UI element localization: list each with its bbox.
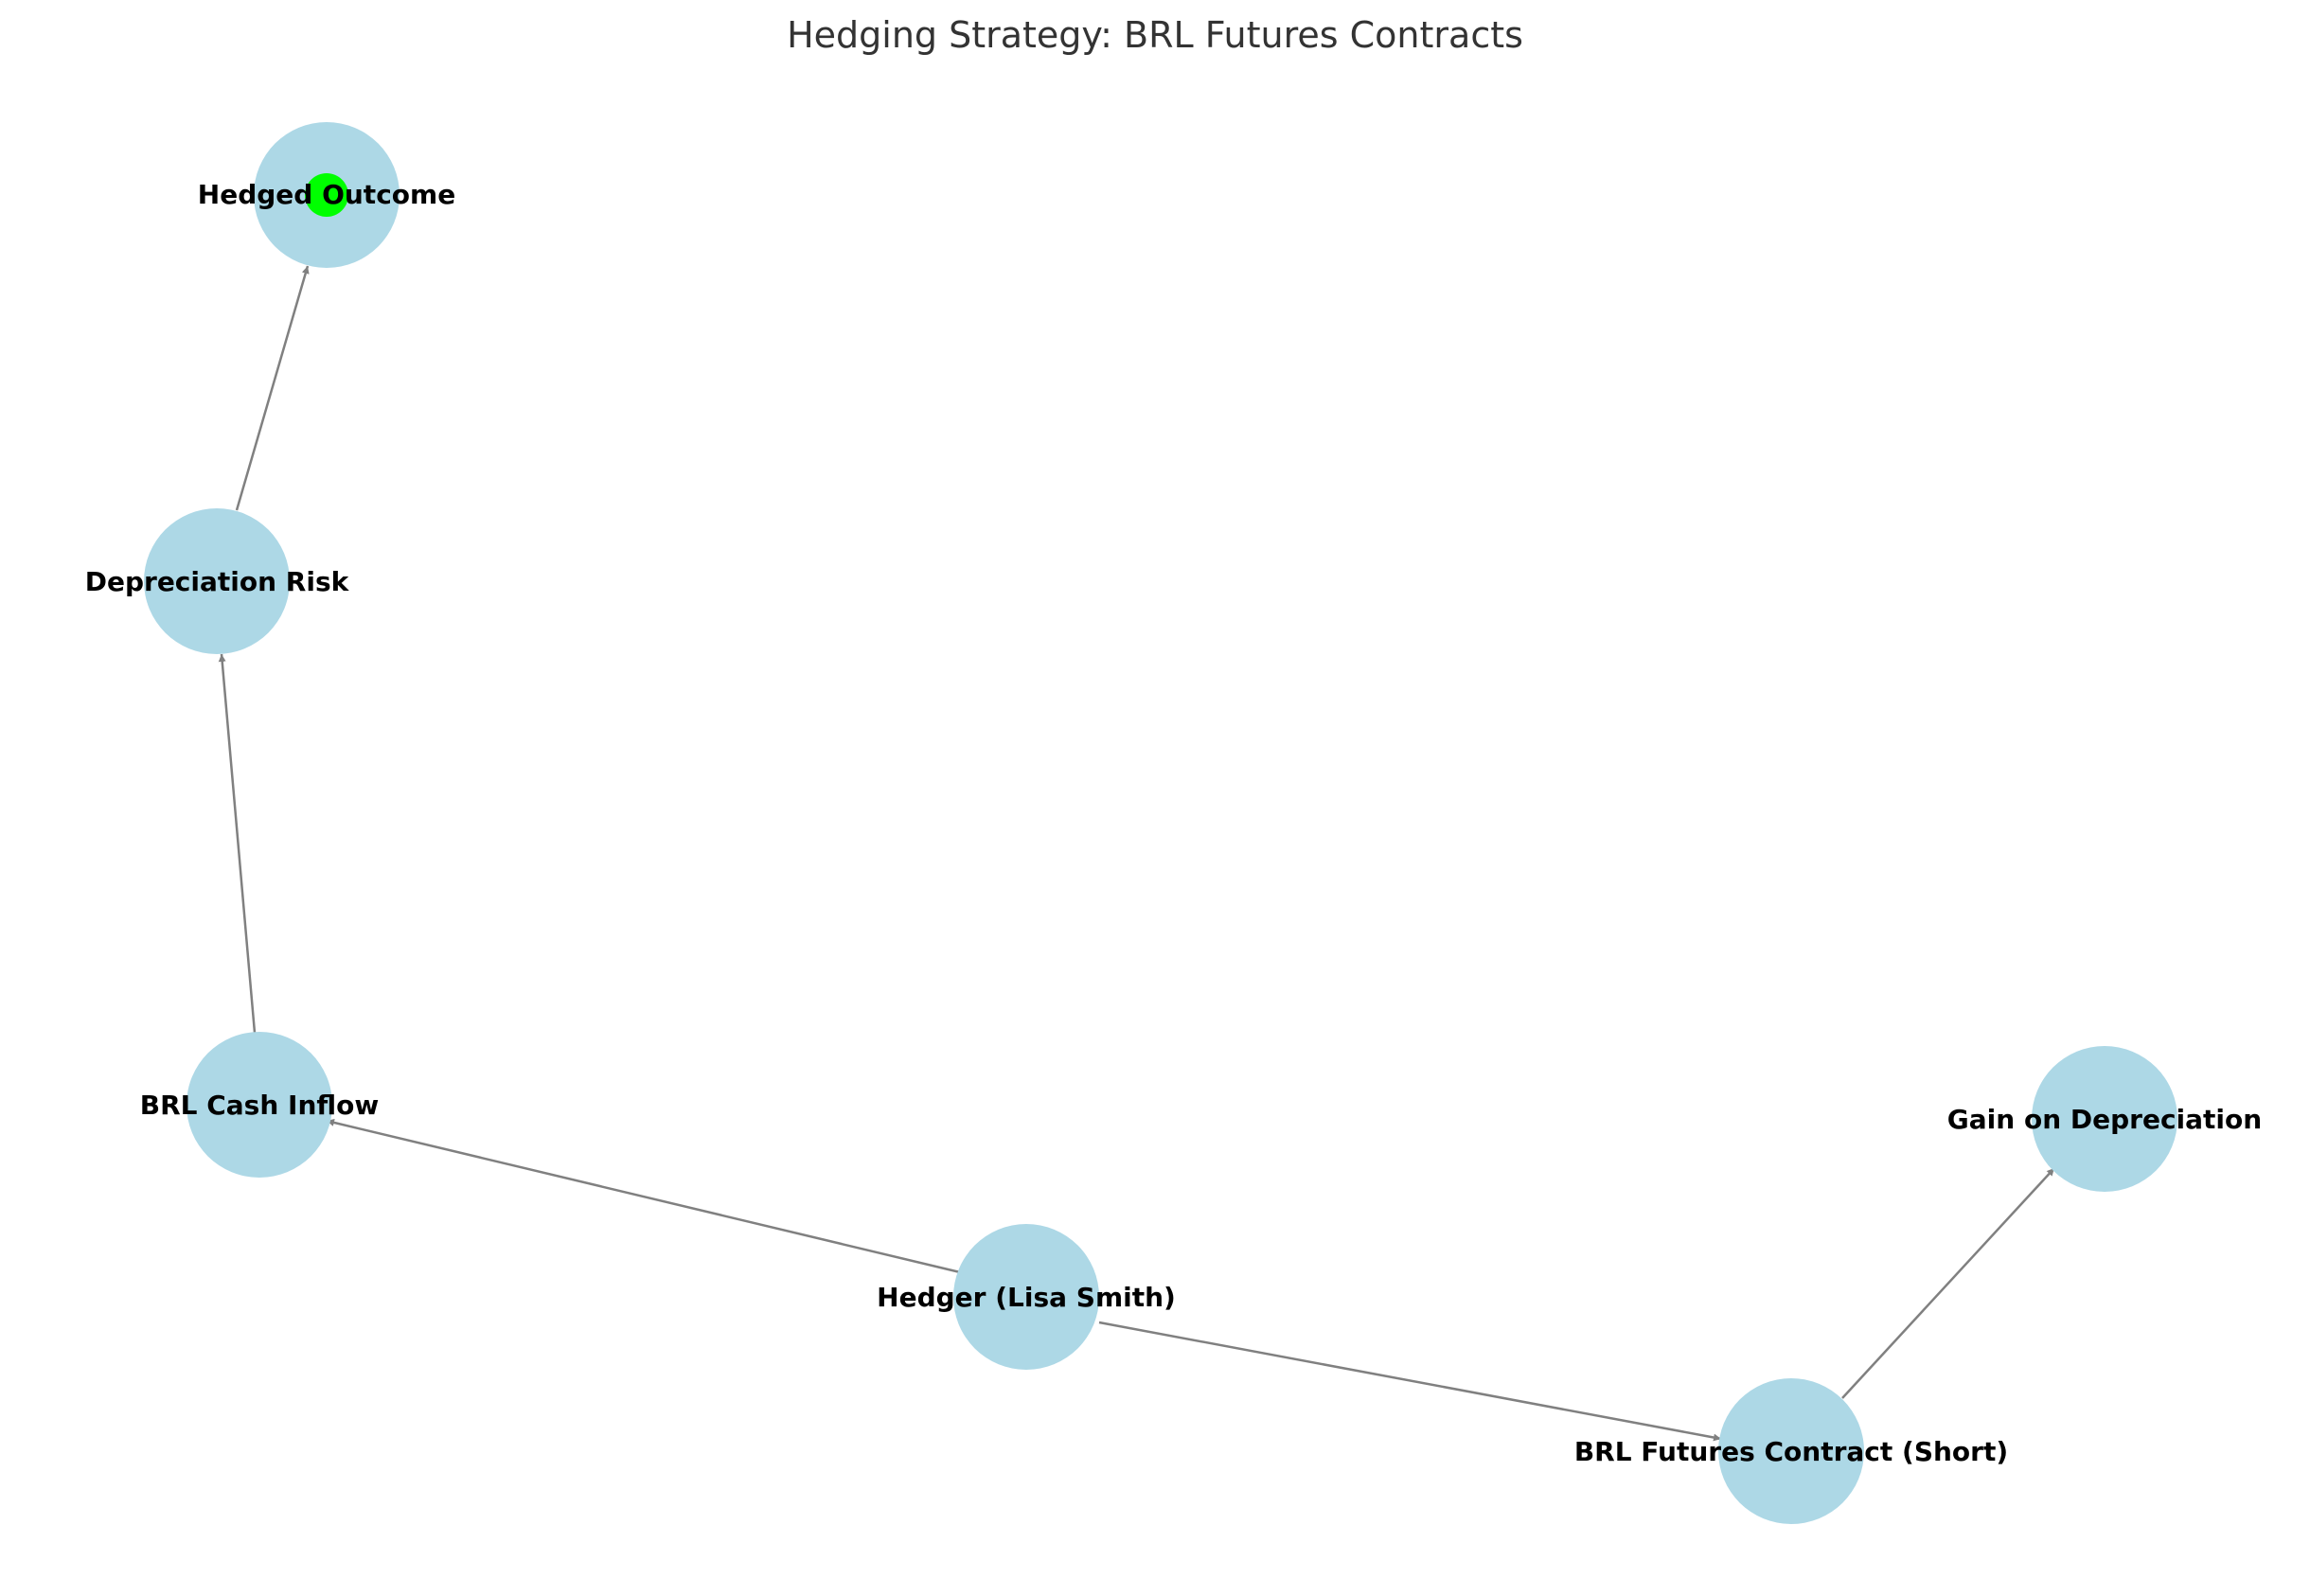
node-circle [1718, 1378, 1864, 1524]
node-circle [187, 1032, 332, 1178]
node-label: Gain on Depreciation [1947, 1104, 2262, 1135]
node-gain-on-depreciation: Gain on Depreciation [1947, 1046, 2262, 1192]
node-label: Hedged Outcome [198, 179, 455, 210]
node-depreciation-risk: Depreciation Risk [85, 508, 350, 654]
node-futures-contract: BRL Futures Contract (Short) [1574, 1378, 2008, 1524]
edges [218, 265, 2055, 1442]
node-label: Hedger (Lisa Smith) [877, 1282, 1176, 1313]
diagram-title: Hedging Strategy: BRL Futures Contracts [787, 14, 1523, 56]
node-label: Depreciation Risk [85, 566, 350, 597]
edge-hedger-to-cash-inflow [326, 1118, 961, 1274]
node-circle [2032, 1046, 2177, 1192]
edge-depreciation-risk-to-hedged-outcome [235, 265, 310, 511]
node-circle [953, 1224, 1099, 1370]
node-hedged-outcome: Hedged Outcome [198, 122, 455, 268]
node-label: BRL Cash Inflow [140, 1090, 380, 1121]
edge-hedger-to-futures-contract [1098, 1321, 1722, 1442]
node-circle [144, 508, 290, 654]
node-cash-inflow: BRL Cash Inflow [140, 1032, 380, 1178]
edge-futures-contract-to-gain [1841, 1167, 2055, 1399]
node-hedger: Hedger (Lisa Smith) [877, 1224, 1176, 1370]
edge-cash-inflow-to-depreciation-risk [218, 653, 257, 1034]
node-label: BRL Futures Contract (Short) [1574, 1436, 2008, 1467]
highlight-marker-icon [305, 173, 348, 217]
